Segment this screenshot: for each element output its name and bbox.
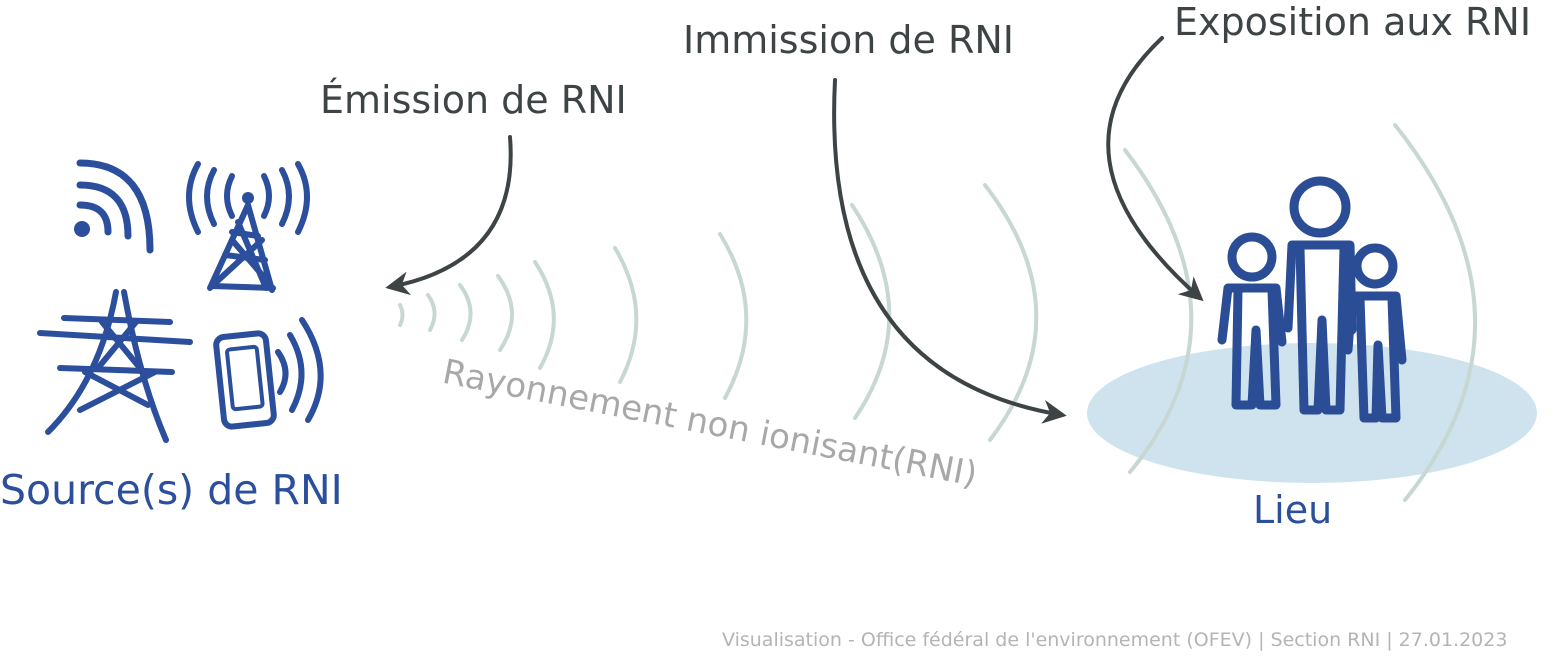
antenna-tower-icon bbox=[186, 161, 310, 293]
emission-label: Émission de RNI bbox=[320, 78, 627, 122]
exposition-label: Exposition aux RNI bbox=[1174, 0, 1532, 44]
radiation-waves bbox=[398, 123, 1477, 502]
exposition-arrow bbox=[1106, 36, 1204, 302]
immission-arrow bbox=[832, 78, 1067, 424]
immission-label: Immission de RNI bbox=[683, 18, 1014, 62]
power-pylon-icon bbox=[37, 289, 193, 443]
footer-credit: Visualisation - Office fédéral de l'envi… bbox=[722, 629, 1508, 651]
place-label: Lieu bbox=[1253, 488, 1333, 532]
emission-arrow bbox=[385, 135, 513, 296]
arrows bbox=[385, 36, 1204, 424]
mobile-phone-icon bbox=[213, 317, 324, 430]
wifi-signal-icon bbox=[74, 159, 154, 254]
sources-label: Source(s) de RNI bbox=[0, 466, 343, 514]
family-people-icon bbox=[1217, 176, 1407, 423]
